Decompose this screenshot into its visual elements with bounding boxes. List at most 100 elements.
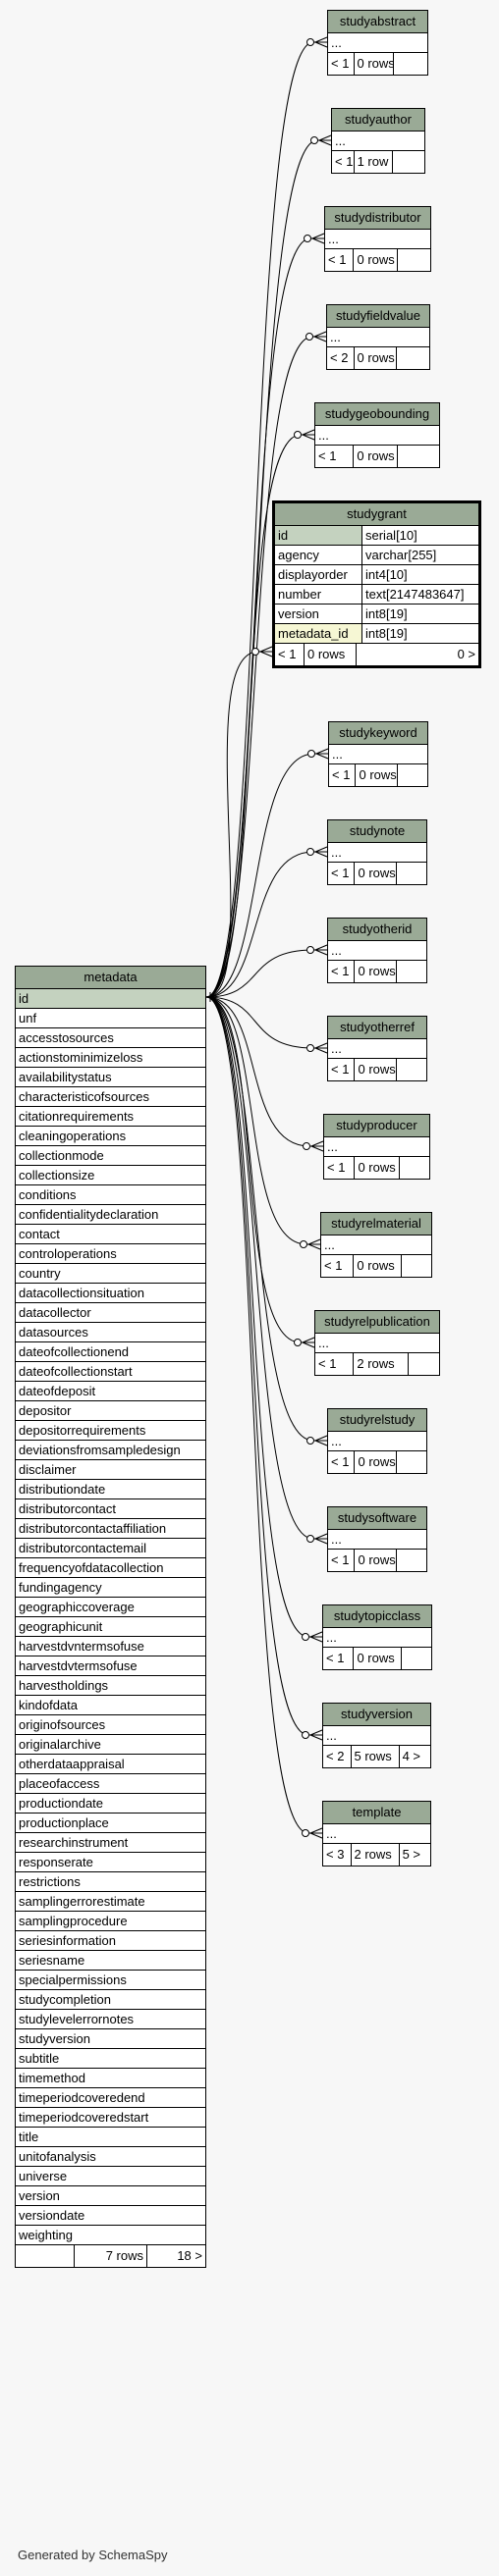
column-productionplace[interactable]: productionplace xyxy=(16,1814,205,1833)
table-header[interactable]: studytopicclass xyxy=(323,1605,431,1628)
column-deviationsfromsampledesign[interactable]: deviationsfromsampledesign xyxy=(16,1441,205,1460)
column-seriesname[interactable]: seriesname xyxy=(16,1951,205,1971)
column-cleaningoperations[interactable]: cleaningoperations xyxy=(16,1127,205,1146)
column-actionstominimizeloss[interactable]: actionstominimizeloss xyxy=(16,1048,205,1068)
column-unf[interactable]: unf xyxy=(16,1009,205,1028)
table-header[interactable]: studyabstract xyxy=(328,11,427,33)
column-depositor[interactable]: depositor xyxy=(16,1401,205,1421)
column-fundingagency[interactable]: fundingagency xyxy=(16,1578,205,1598)
column-geographiccoverage[interactable]: geographiccoverage xyxy=(16,1598,205,1617)
table-header[interactable]: metadata xyxy=(16,967,205,989)
column-samplingerrorestimate[interactable]: samplingerrorestimate xyxy=(16,1892,205,1912)
column-depositorrequirements[interactable]: depositorrequirements xyxy=(16,1421,205,1441)
column-accesstosources[interactable]: accesstosources xyxy=(16,1028,205,1048)
column-controloperations[interactable]: controloperations xyxy=(16,1244,205,1264)
table-header[interactable]: studynote xyxy=(328,820,426,843)
table-header[interactable]: studyrelpublication xyxy=(315,1311,439,1334)
column-dateofcollectionstart[interactable]: dateofcollectionstart xyxy=(16,1362,205,1382)
column-researchinstrument[interactable]: researchinstrument xyxy=(16,1833,205,1853)
column-harvestdvntermsofuse[interactable]: harvestdvntermsofuse xyxy=(16,1637,205,1656)
column-disclaimer[interactable]: disclaimer xyxy=(16,1460,205,1480)
column-originofsources[interactable]: originofsources xyxy=(16,1715,205,1735)
column-version[interactable]: version xyxy=(16,2186,205,2206)
column-originalarchive[interactable]: originalarchive xyxy=(16,1735,205,1755)
table-header[interactable]: studyfieldvalue xyxy=(327,305,429,328)
column-datasources[interactable]: datasources xyxy=(16,1323,205,1342)
table-header[interactable]: studygrant xyxy=(275,503,478,526)
table-header[interactable]: studykeyword xyxy=(329,722,427,745)
table-header[interactable]: studyotherid xyxy=(328,919,426,941)
column-dateofdeposit[interactable]: dateofdeposit xyxy=(16,1382,205,1401)
column-country[interactable]: country xyxy=(16,1264,205,1284)
column-timemethod[interactable]: timemethod xyxy=(16,2069,205,2088)
column-conditions[interactable]: conditions xyxy=(16,1185,205,1205)
table-header[interactable]: studygeobounding xyxy=(315,403,439,426)
table-header[interactable]: studyauthor xyxy=(332,109,424,131)
column-collectionmode[interactable]: collectionmode xyxy=(16,1146,205,1166)
column-characteristicofsources[interactable]: characteristicofsources xyxy=(16,1087,205,1107)
column-geographicunit[interactable]: geographicunit xyxy=(16,1617,205,1637)
column-studyversion[interactable]: studyversion xyxy=(16,2029,205,2049)
column-studycompletion[interactable]: studycompletion xyxy=(16,1990,205,2010)
column-studylevelerrornotes[interactable]: studylevelerrornotes xyxy=(16,2010,205,2029)
column-specialpermissions[interactable]: specialpermissions xyxy=(16,1971,205,1990)
column-timeperiodcoveredend[interactable]: timeperiodcoveredend xyxy=(16,2088,205,2108)
column-distributiondate[interactable]: distributiondate xyxy=(16,1480,205,1499)
column-availabilitystatus[interactable]: availabilitystatus xyxy=(16,1068,205,1087)
column-kindofdata[interactable]: kindofdata xyxy=(16,1696,205,1715)
column-dateofcollectionend[interactable]: dateofcollectionend xyxy=(16,1342,205,1362)
column-otherdataappraisal[interactable]: otherdataappraisal xyxy=(16,1755,205,1774)
column-citationrequirements[interactable]: citationrequirements xyxy=(16,1107,205,1127)
column-datacollector[interactable]: datacollector xyxy=(16,1303,205,1323)
column-timeperiodcoveredstart[interactable]: timeperiodcoveredstart xyxy=(16,2108,205,2128)
column-title[interactable]: title xyxy=(16,2128,205,2147)
column-versiondate[interactable]: versiondate xyxy=(16,2206,205,2226)
column-datacollectionsituation[interactable]: datacollectionsituation xyxy=(16,1284,205,1303)
column-productiondate[interactable]: productiondate xyxy=(16,1794,205,1814)
table-header[interactable]: studyversion xyxy=(323,1704,430,1726)
column-collectionsize[interactable]: collectionsize xyxy=(16,1166,205,1185)
table-header[interactable]: studyproducer xyxy=(324,1115,429,1137)
column-restrictions[interactable]: restrictions xyxy=(16,1872,205,1892)
column-weighting[interactable]: weighting xyxy=(16,2226,205,2245)
table-header[interactable]: studysoftware xyxy=(328,1507,426,1530)
column-unitofanalysis[interactable]: unitofanalysis xyxy=(16,2147,205,2167)
column-subtitle[interactable]: subtitle xyxy=(16,2049,205,2069)
table-header[interactable]: studydistributor xyxy=(325,207,430,230)
table-header[interactable]: template xyxy=(323,1802,430,1824)
column-placeofaccess[interactable]: placeofaccess xyxy=(16,1774,205,1794)
column-id[interactable]: id xyxy=(16,989,205,1009)
column-harvestholdings[interactable]: harvestholdings xyxy=(16,1676,205,1696)
column-contact[interactable]: contact xyxy=(16,1225,205,1244)
column-universe[interactable]: universe xyxy=(16,2167,205,2186)
table-header[interactable]: studyrelstudy xyxy=(328,1409,426,1432)
column-confidentialitydeclaration[interactable]: confidentialitydeclaration xyxy=(16,1205,205,1225)
column-distributorcontactaffiliation[interactable]: distributorcontactaffiliation xyxy=(16,1519,205,1539)
column-frequencyofdatacollection[interactable]: frequencyofdatacollection xyxy=(16,1558,205,1578)
column-harvestdvtermsofuse[interactable]: harvestdvtermsofuse xyxy=(16,1656,205,1676)
